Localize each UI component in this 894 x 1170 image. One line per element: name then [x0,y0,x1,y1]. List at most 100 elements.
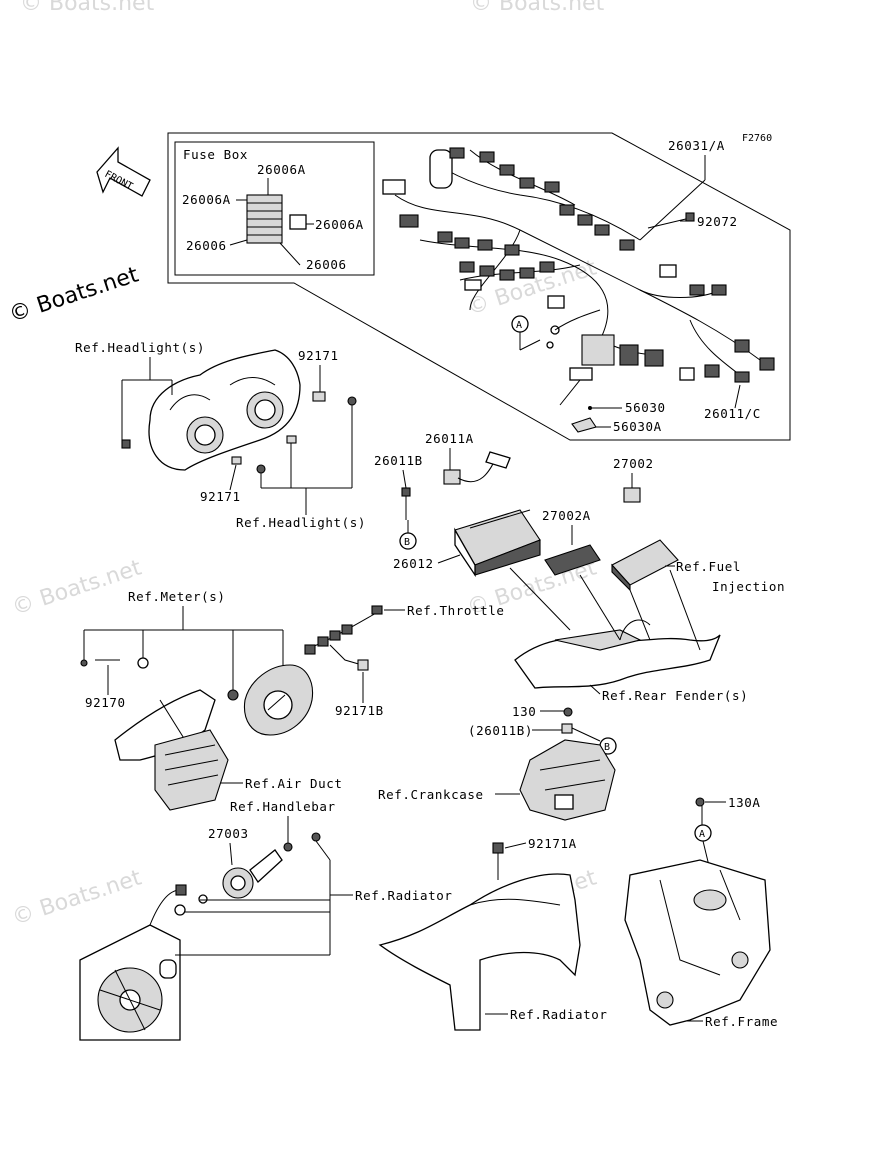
marker-a-label: A [699,829,705,840]
connector-icon [479,151,495,163]
relay-box-icon [581,334,615,366]
connector-icon [711,284,727,296]
horn-icon [222,849,283,899]
connector-icon [679,367,695,381]
clip-icon [685,212,695,222]
label-130: 130 [512,704,536,719]
connector-icon [619,344,639,366]
label-27002: 27002 [613,456,654,471]
connector-icon [382,179,406,195]
watermark-text: © Boats.net [470,0,605,16]
label-ref-throttle: Ref.Throttle [407,603,505,618]
marker-b-label: B [404,537,410,548]
label-harness: 26031/A [668,138,725,153]
connector-icon [759,357,775,371]
label-92171-top: 92171 [298,348,339,363]
bolt-icon [283,842,293,852]
connector-icon [547,295,565,309]
bolt-icon [563,707,573,717]
label-ref-headlight-top: Ref.Headlight(s) [75,340,205,355]
connector-icon [449,147,465,159]
label-92171-bottom: 92171 [200,489,241,504]
connector-icon [399,214,419,228]
fuse-icon [289,214,307,230]
label-26011A: 26011A [425,431,474,446]
label-ref-radiator-2: Ref.Radiator [510,1007,608,1022]
meter-icon [243,664,314,736]
connector-icon [519,267,535,279]
watermark-text: © Boats.net [9,865,145,930]
throttle-harness [304,605,383,671]
connector-icon [477,239,493,251]
connector-icon [594,224,610,236]
label-ref-headlight-bottom: Ref.Headlight(s) [236,515,366,530]
connector-icon [519,177,535,189]
watermark-text: © Boats.net [9,555,145,620]
connector-icon [499,269,515,281]
watermark-main: © Boats.net [6,262,142,327]
ecu-icon [544,544,601,576]
connector-icon [499,164,515,176]
grommet-icon [174,904,186,916]
grommet-icon [231,456,242,465]
label-92072: 92072 [697,214,738,229]
washer-icon [137,657,149,669]
wiring-harness [382,147,775,433]
label-92171B: 92171B [335,703,384,718]
screw-icon [80,659,88,667]
fuse-label: 26006A [182,192,231,207]
bracket-icon [569,367,593,381]
connector-icon [659,264,677,278]
label-26011B: 26011B [374,453,423,468]
label-56030: 56030 [625,400,666,415]
connector-icon [734,339,750,353]
frame [624,859,771,1026]
connector-icon [577,214,593,226]
bolt-icon [311,832,321,842]
connector-icon [479,265,495,277]
terminal-icon [546,341,554,349]
headlight-assembly [121,349,301,471]
terminal-icon [561,723,573,734]
label-ref-fuel-injection: Injection [712,579,785,594]
grommet-icon [312,391,326,402]
insulator-icon [571,417,597,433]
label-27003: 27003 [208,826,249,841]
watermarks: © Boats.net © Boats.net © Boats.net © Bo… [9,0,604,931]
battery-icon [454,509,541,578]
crankcase [519,739,616,821]
fuse-box-title: Fuse Box [183,147,248,162]
connector-icon [454,237,470,249]
label-ref-frame: Ref.Frame [705,1014,778,1029]
connector-icon [464,279,482,291]
connector-icon [544,181,560,193]
front-arrow-icon: FRONT [96,146,151,197]
label-92170: 92170 [85,695,126,710]
label-ref-radiator-1: Ref.Radiator [355,888,453,903]
fuse-label: 26006A [257,162,306,177]
grommet-icon [286,435,297,444]
label-26011B-paren: (26011B) [468,723,533,738]
air-duct [154,729,229,811]
battery-lead [443,451,511,485]
terminal-icon [401,487,411,497]
label-ref-rear-fender: Ref.Rear Fender(s) [602,688,748,703]
label-ref-crankcase: Ref.Crankcase [378,787,484,802]
radiator-shroud [378,842,581,1031]
label-56030A: 56030A [613,419,662,434]
connector-icon [559,204,575,216]
radiator [79,884,208,1041]
connector-icon [504,244,520,256]
connector-icon [704,364,720,378]
bolt-icon [256,464,266,474]
label-92171A: 92171A [528,836,577,851]
connector-icon [429,149,453,189]
watermark-text: © Boats.net [20,0,155,16]
fuse-label: 26006A [315,217,364,232]
label-ref-meter: Ref.Meter(s) [128,589,226,604]
connector-icon [459,261,475,273]
harness-outline [167,132,791,441]
connector-icon [644,349,664,367]
connector-icon [539,261,555,273]
